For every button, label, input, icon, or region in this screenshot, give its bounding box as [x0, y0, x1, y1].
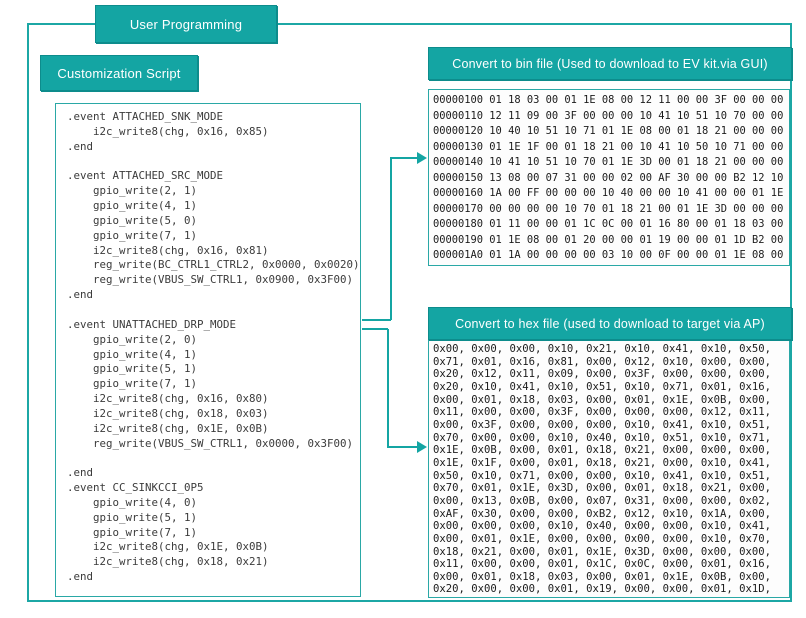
code-line: gpio_write(5, 0): [67, 213, 198, 227]
code-line: .end: [67, 570, 94, 584]
code-line: [67, 155, 358, 170]
code-line: gpio_write(4, 1): [67, 347, 198, 361]
hex-file-row: 0x11, 0x00, 0x00, 0x01, 0x1C, 0x0C, 0x00…: [433, 558, 772, 571]
code-line: .end: [67, 139, 94, 153]
code-line: gpio_write(7, 1): [67, 525, 198, 539]
bin-dump-row: 00000180 01 11 00 00 01 1C 0C 00 01 16 8…: [433, 218, 784, 230]
hex-file-row: 0x70, 0x01, 0x1E, 0x3D, 0x00, 0x01, 0x18…: [433, 482, 772, 495]
convert-to-hex-label: Convert to hex file (used to download to…: [455, 316, 765, 331]
code-line: i2c_write8(chg, 0x16, 0x81): [67, 243, 269, 257]
bin-file-dump-box: 00000100 01 18 03 00 01 1E 08 00 12 11 0…: [428, 89, 790, 266]
code-line: .end: [67, 466, 94, 480]
hex-file-row: 0x71, 0x01, 0x16, 0x81, 0x00, 0x12, 0x10…: [433, 355, 772, 368]
bin-dump-row: 00000110 12 11 09 00 3F 00 00 00 10 41 1…: [433, 109, 784, 122]
code-line: i2c_write8(chg, 0x1E, 0x0B): [67, 540, 269, 554]
code-line: .event UNATTACHED_DRP_MODE: [67, 317, 237, 331]
code-line: gpio_write(4, 1): [67, 199, 198, 213]
code-line: i2c_write8(chg, 0x18, 0x21): [67, 555, 269, 569]
code-line: gpio_write(7, 1): [67, 228, 198, 242]
hex-file-row: 0x11, 0x00, 0x00, 0x3F, 0x00, 0x00, 0x00…: [433, 406, 772, 419]
bin-dump-row: 00000190 01 1E 08 00 01 20 00 00 01 19 0…: [433, 233, 784, 246]
code-line: .event ATTACHED_SRC_MODE: [67, 169, 224, 183]
customization-script-banner: Customization Script: [40, 55, 198, 91]
code-line: i2c_write8(chg, 0x18, 0x03): [67, 406, 269, 420]
hex-file-row: 0x00, 0x01, 0x18, 0x03, 0x00, 0x01, 0x1E…: [433, 393, 772, 406]
code-line: reg_write(BC_CTRL1_CTRL2, 0x0000, 0x0020…: [67, 258, 360, 272]
convert-to-hex-banner: Convert to hex file (used to download to…: [428, 307, 792, 340]
code-line: i2c_write8(chg, 0x1E, 0x0B): [67, 421, 269, 435]
bin-dump-row: 00000120 10 40 10 51 10 71 01 1E 08 00 0…: [433, 125, 784, 137]
code-line: .event ATTACHED_SNK_MODE: [67, 110, 224, 123]
hex-file-row: 0x00, 0x00, 0x00, 0x10, 0x21, 0x10, 0x41…: [433, 343, 772, 355]
customization-script-label: Customization Script: [57, 65, 181, 81]
hex-file-row: 0x70, 0x00, 0x00, 0x10, 0x40, 0x10, 0x51…: [433, 431, 772, 444]
user-programming-banner: User Programming: [95, 5, 277, 43]
code-line: [67, 451, 358, 466]
convert-to-bin-banner: Convert to bin file (Used to download to…: [428, 47, 792, 80]
code-line: i2c_write8(chg, 0x16, 0x85): [67, 124, 269, 138]
hex-file-row: 0x00, 0x01, 0x18, 0x03, 0x00, 0x01, 0x1E…: [433, 570, 772, 583]
code-line: gpio_write(7, 1): [67, 377, 198, 391]
hex-file-row: 0x20, 0x12, 0x11, 0x09, 0x00, 0x3F, 0x00…: [433, 368, 772, 381]
hex-file-row: 0x00, 0x00, 0x00, 0x10, 0x40, 0x00, 0x00…: [433, 520, 772, 533]
bin-dump-row: 00000160 1A 00 FF 00 00 00 10 40 00 00 1…: [433, 187, 784, 199]
code-line: reg_write(VBUS_SW_CTRL1, 0x0900, 0x3F00): [67, 273, 354, 287]
hex-file-listing-box: 0x00, 0x00, 0x00, 0x10, 0x21, 0x10, 0x41…: [428, 339, 790, 598]
code-line: reg_write(VBUS_SW_CTRL1, 0x0000, 0x3F00): [67, 436, 354, 450]
bin-dump-row: 00000100 01 18 03 00 01 1E 08 00 12 11 0…: [433, 94, 784, 106]
hex-file-row: 0x18, 0x21, 0x00, 0x01, 0x1E, 0x3D, 0x00…: [433, 545, 772, 558]
bin-dump-row: 00000150 13 08 00 07 31 00 00 02 00 AF 3…: [433, 171, 784, 184]
code-line: gpio_write(2, 1): [67, 184, 198, 198]
hex-file-row: 0x20, 0x10, 0x41, 0x10, 0x51, 0x10, 0x71…: [433, 380, 772, 393]
arrow-line-to-hex: [387, 329, 417, 448]
code-line: i2c_write8(chg, 0x16, 0x80): [67, 392, 269, 406]
bin-dump-row: 00000170 00 00 00 00 10 70 01 18 21 00 0…: [433, 202, 784, 215]
hex-file-row: 0x1E, 0x1F, 0x00, 0x01, 0x18, 0x21, 0x00…: [433, 456, 772, 469]
code-line: gpio_write(2, 0): [67, 332, 198, 346]
hex-file-row: 0x00, 0x01, 0x1E, 0x00, 0x00, 0x00, 0x00…: [433, 532, 772, 545]
arrowhead-to-bin-icon: [417, 152, 427, 164]
arrowhead-to-hex-icon: [417, 441, 427, 453]
hex-file-row: 0x20, 0x00, 0x00, 0x01, 0x19, 0x00, 0x00…: [433, 583, 772, 596]
bin-dump-row: 00000130 01 1E 1F 00 01 18 21 00 10 41 1…: [433, 140, 784, 153]
code-line: gpio_write(4, 0): [67, 495, 198, 509]
convert-to-bin-label: Convert to bin file (Used to download to…: [452, 56, 768, 71]
code-line: [67, 303, 358, 318]
bin-dump-row: 00000140 10 41 10 51 10 70 01 1E 3D 00 0…: [433, 156, 784, 168]
bin-dump-row: 000001A0 01 1A 00 00 00 00 03 10 00 0F 0…: [433, 249, 784, 261]
hex-file-row: 0xAF, 0x30, 0x00, 0x00, 0xB2, 0x12, 0x10…: [433, 507, 772, 520]
hex-file-row: 0x1E, 0x0B, 0x00, 0x01, 0x18, 0x21, 0x00…: [433, 444, 772, 457]
user-programming-label: User Programming: [129, 16, 243, 32]
hex-file-row: 0x00, 0x3F, 0x00, 0x00, 0x00, 0x10, 0x41…: [433, 418, 772, 431]
code-line: .end: [67, 288, 94, 302]
customization-script-code-box: .event ATTACHED_SNK_MODE i2c_write8(chg,…: [55, 103, 361, 597]
hex-file-row: 0x00, 0x13, 0x0B, 0x00, 0x07, 0x31, 0x00…: [433, 494, 772, 507]
arrow-line-to-bin: [390, 157, 417, 320]
code-line: .event CC_SINKCCI_0P5: [67, 481, 204, 495]
code-line: gpio_write(5, 1): [67, 510, 198, 524]
hex-file-row: 0x50, 0x10, 0x71, 0x00, 0x00, 0x10, 0x41…: [433, 469, 772, 482]
code-line: gpio_write(5, 1): [67, 362, 198, 376]
